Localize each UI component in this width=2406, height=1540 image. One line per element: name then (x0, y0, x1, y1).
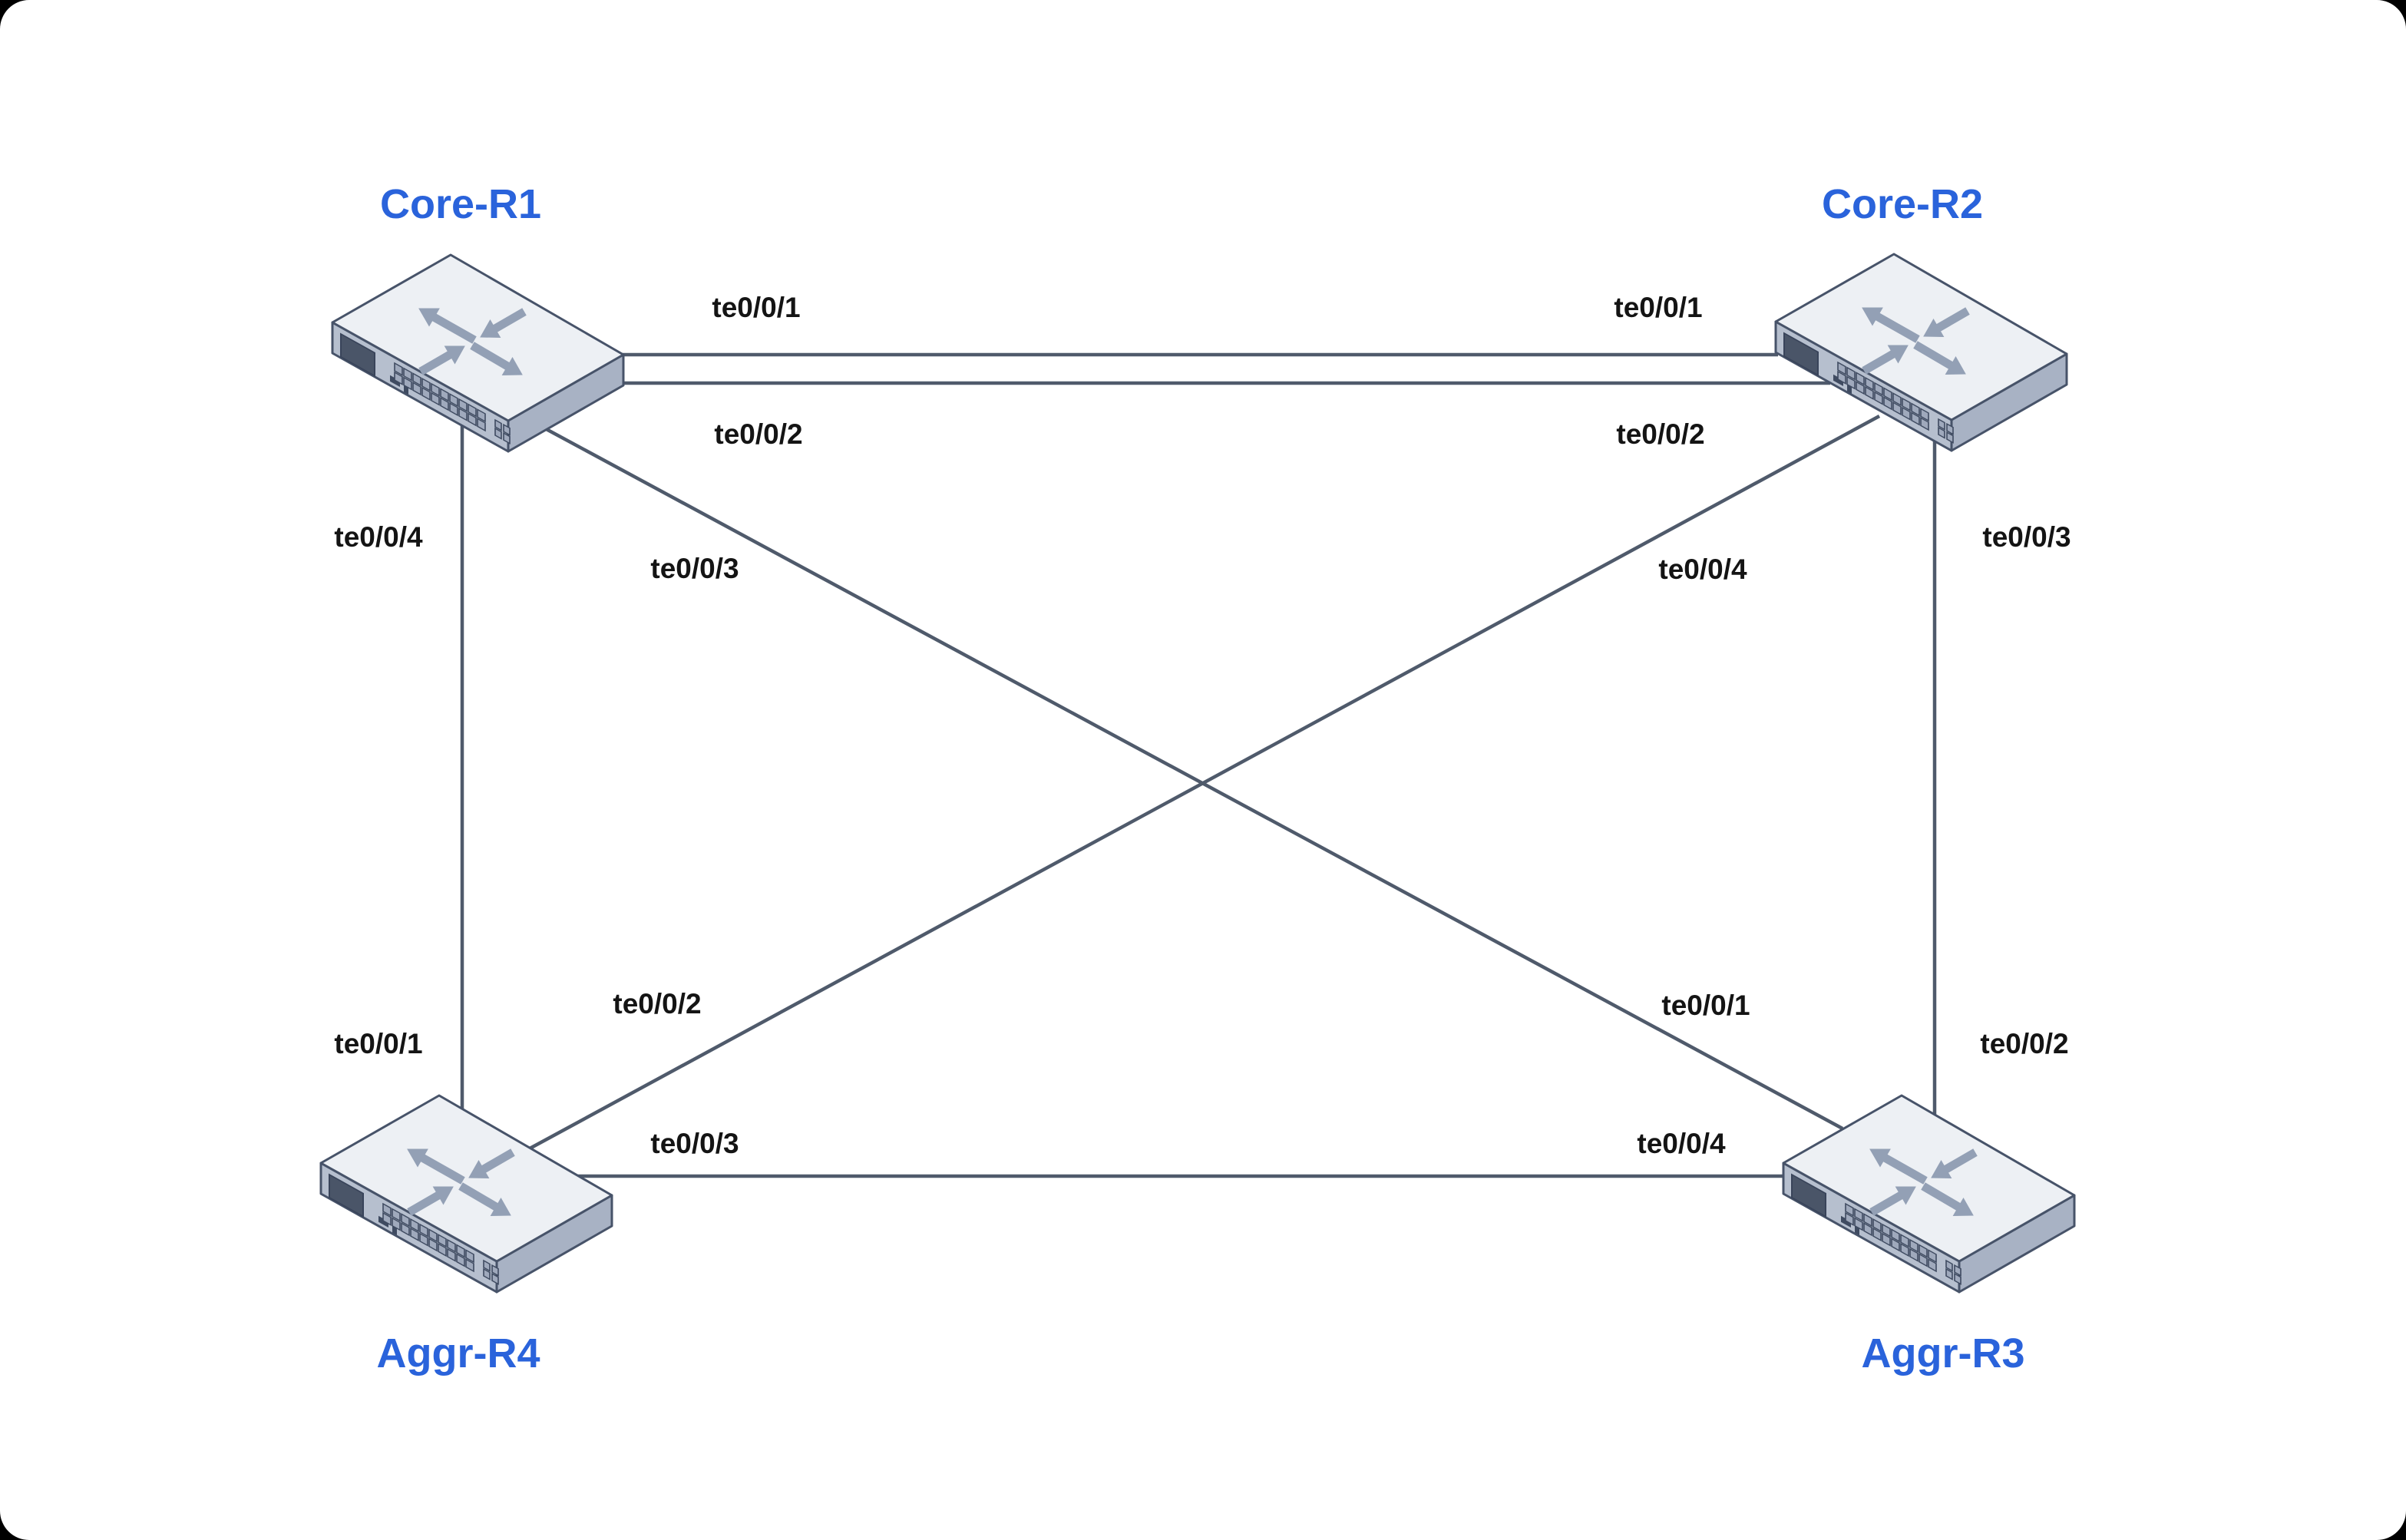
interface-label-core-r1-te0-0-3: te0/0/3 (650, 553, 739, 584)
interface-label-core-r1-te0-0-4: te0/0/4 (334, 521, 423, 553)
interface-label-core-r1-te0-0-1: te0/0/1 (712, 292, 801, 323)
interface-label-aggr-r4-te0-0-3: te0/0/3 (650, 1128, 739, 1159)
interface-label-core-r2-te0-0-4: te0/0/4 (1658, 554, 1747, 585)
switch-uplink-ports (483, 1259, 499, 1285)
device-title-aggr-r3: Aggr-R3 (1861, 1330, 2025, 1376)
switch-top-face (1774, 253, 2068, 421)
switch-uplink-ports (494, 418, 511, 444)
device-core-r2[interactable] (1773, 249, 2069, 456)
switch-led (1833, 374, 1843, 387)
switch-led (378, 1215, 388, 1228)
switch-top-face (1782, 1094, 2076, 1263)
device-title-core-r1: Core-R1 (379, 181, 542, 227)
switch-led (390, 375, 400, 388)
device-core-r1[interactable] (330, 250, 626, 457)
switch-led (1841, 1215, 1851, 1228)
switch-top-face (331, 253, 625, 422)
interface-label-aggr-r4-te0-0-1: te0/0/1 (334, 1028, 423, 1059)
interface-label-aggr-r4-te0-0-2: te0/0/2 (613, 988, 702, 1020)
switch-slot (1791, 1173, 1826, 1218)
interface-label-core-r1-te0-0-2: te0/0/2 (714, 418, 803, 450)
switch-top-face (319, 1094, 613, 1263)
switch-port-grid (382, 1202, 474, 1273)
interface-label-aggr-r3-te0-0-2: te0/0/2 (1980, 1028, 2069, 1059)
switch-uplink-ports (1938, 418, 1954, 444)
interface-label-aggr-r3-te0-0-1: te0/0/1 (1661, 990, 1750, 1021)
router-arrows-icon (1869, 1148, 1978, 1217)
link-core-r1-aggr-r3[interactable] (540, 425, 1844, 1130)
device-title-core-r2: Core-R2 (1821, 181, 1984, 227)
interface-label-core-r2-te0-0-3: te0/0/3 (1982, 521, 2071, 553)
interface-label-aggr-r3-te0-0-4: te0/0/4 (1637, 1128, 1726, 1159)
interface-label-core-r2-te0-0-2: te0/0/2 (1616, 418, 1705, 450)
switch-port-grid (1845, 1202, 1937, 1273)
switch-slot (329, 1173, 364, 1218)
switch-port-grid (394, 362, 486, 432)
router-arrows-icon (407, 1148, 515, 1217)
switch-uplink-ports (1945, 1259, 1961, 1285)
switch-slot (340, 332, 375, 378)
link-core-r2-aggr-r4[interactable] (528, 415, 1881, 1150)
device-title-aggr-r4: Aggr-R4 (376, 1330, 540, 1376)
switch-port-grid (1837, 361, 1929, 431)
device-aggr-r4[interactable] (319, 1090, 614, 1297)
router-arrows-icon (1862, 307, 1970, 375)
switch-slot (1783, 332, 1819, 377)
device-aggr-r3[interactable] (1781, 1090, 2077, 1297)
router-arrows-icon (418, 308, 527, 376)
interface-label-core-r2-te0-0-1: te0/0/1 (1614, 292, 1703, 323)
